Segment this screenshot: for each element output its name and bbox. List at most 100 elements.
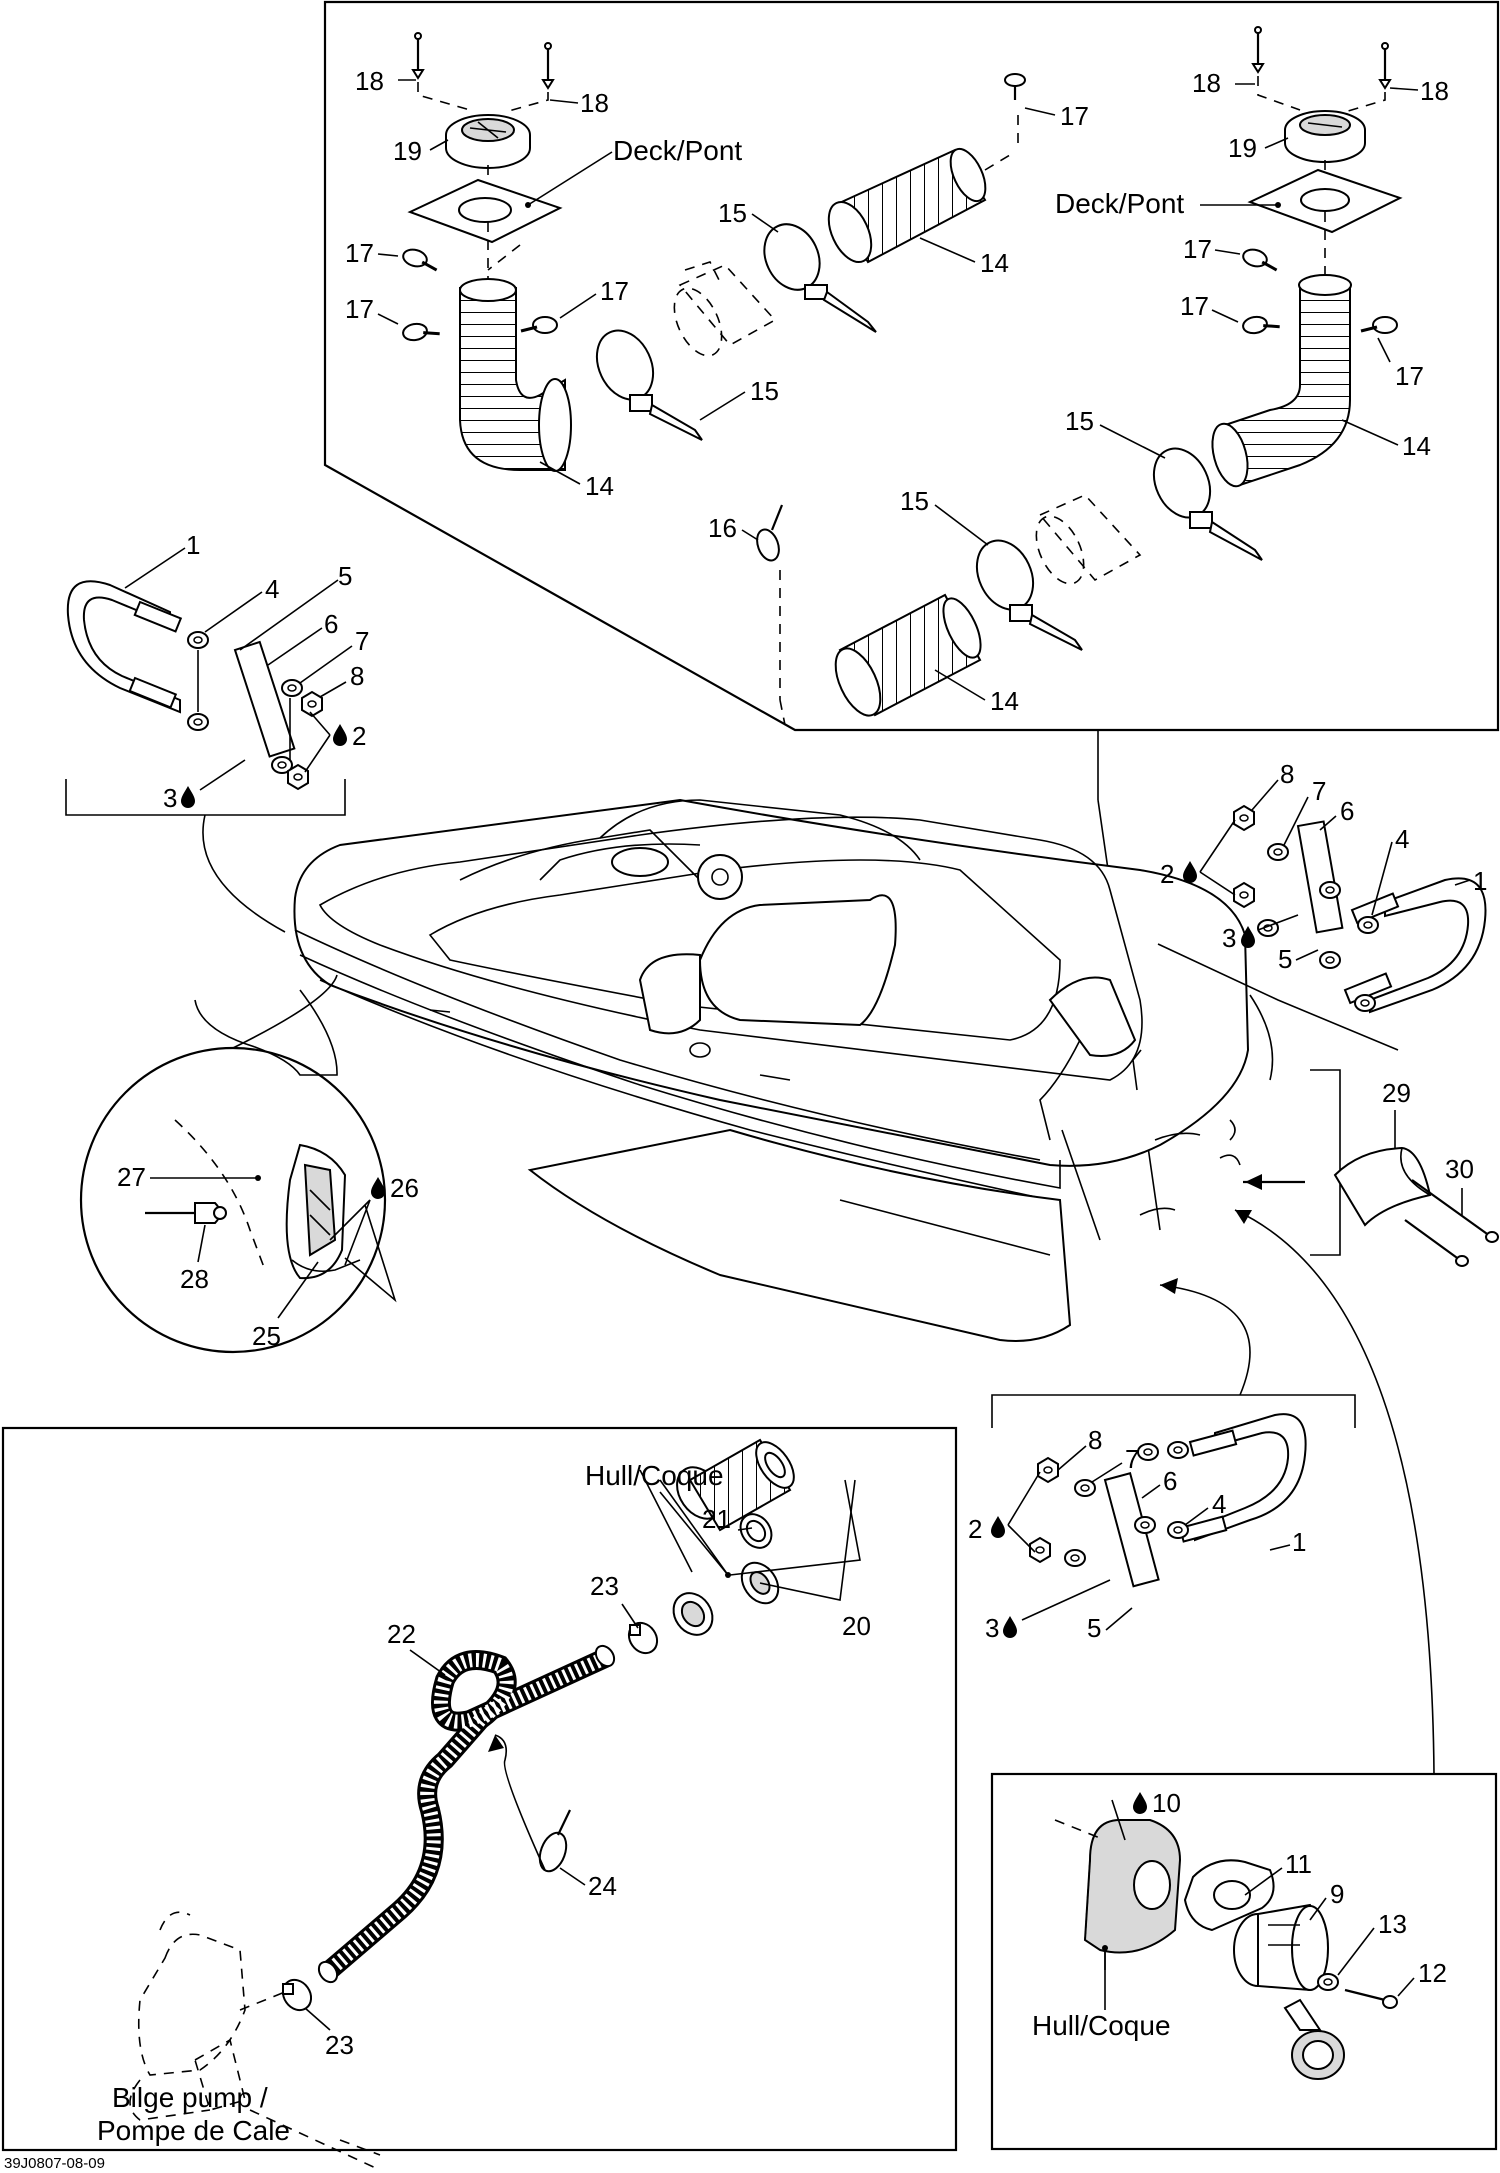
diagram-id: 39J0807-08-09 (4, 2155, 105, 2172)
drain-plug (1283, 1998, 1345, 2080)
deck-plate-right (1247, 168, 1403, 234)
callout-3: 3 (985, 1613, 999, 1643)
callout-15: 15 (900, 486, 929, 516)
gasket-11 (1183, 1859, 1275, 1932)
callout-17: 17 (345, 238, 374, 268)
callout-29: 29 (1382, 1078, 1411, 1108)
callout-15: 15 (1065, 406, 1094, 436)
vent-cover-19 (445, 114, 531, 169)
seal-21 (739, 1513, 773, 1549)
strap-15-left (595, 329, 703, 441)
callout-5: 5 (338, 561, 352, 591)
callout-26: 26 (390, 1173, 419, 1203)
pin-18-right-b (1378, 42, 1392, 90)
callout-28: 28 (180, 1264, 209, 1294)
hose-clamp-23-top (627, 1621, 659, 1655)
callout-12: 12 (1418, 1958, 1447, 1988)
callout-30: 30 (1445, 1154, 1474, 1184)
callout-8: 8 (350, 661, 364, 691)
callout-18: 18 (580, 88, 609, 118)
callout-1: 1 (1473, 866, 1487, 896)
callout-2: 2 (352, 721, 366, 751)
callout-6: 6 (1340, 796, 1354, 826)
hose-clamp-23-bottom (281, 1978, 313, 2012)
callout-17: 17 (1060, 101, 1089, 131)
callout-18: 18 (1192, 68, 1221, 98)
hose-14-bottom (834, 593, 982, 717)
callout-7: 7 (355, 626, 369, 656)
rivet-28 (145, 1202, 227, 1224)
hull-label-drain: Hull/Coque (1032, 2010, 1171, 2041)
hull-nut (672, 1592, 714, 1636)
callout-13: 13 (1378, 1909, 1407, 1939)
callout-6: 6 (324, 609, 338, 639)
strap-15-bottom (975, 539, 1083, 651)
callout-20: 20 (842, 1611, 871, 1641)
callout-labels: 18 18 19 Deck/Pont 17 17 17 14 17 15 14 … (97, 66, 1487, 2146)
bottom-right-detail-box (990, 1772, 1498, 2151)
right-vent-assembly (756, 26, 1403, 726)
vent-cover-19-right (1284, 110, 1366, 163)
callout-1: 1 (186, 530, 200, 560)
ubolt-assembly-upper-left (65, 580, 346, 933)
callout-22: 22 (387, 1619, 416, 1649)
coupler-dashed-top (673, 261, 777, 357)
bilge-pump-label-1: Bilge pump / (112, 2082, 268, 2113)
gunwale-detail-circle (79, 974, 397, 1354)
callout-11: 11 (1285, 1849, 1312, 1879)
deck-plate-left (407, 178, 563, 244)
callout-21: 21 (702, 1504, 731, 1534)
callout-5: 5 (1278, 944, 1292, 974)
screw-17-top (1004, 73, 1026, 100)
callout-19: 19 (393, 136, 422, 166)
deck-label-left: Deck/Pont (613, 135, 742, 166)
bilge-pump-dashed (129, 1911, 381, 2171)
pin-18-left-a (411, 32, 425, 80)
center-hose-assembly (595, 73, 1026, 441)
callout-14: 14 (585, 471, 614, 501)
callout-25: 25 (252, 1321, 281, 1351)
bilge-hose-assembly (129, 1438, 861, 2171)
callout-16: 16 (708, 513, 737, 543)
callout-1: 1 (1292, 1527, 1306, 1557)
strap-15-right (1152, 447, 1263, 561)
top-detail-box (323, 0, 1500, 732)
pin-18-left-b (541, 42, 555, 90)
callout-23: 23 (590, 1571, 619, 1601)
callout-4: 4 (1395, 824, 1409, 854)
drain-plug-assembly (1054, 1819, 1398, 2080)
callout-15: 15 (750, 376, 779, 406)
hose-14-elbow-left (459, 278, 572, 472)
bottom-left-detail-box (1, 1426, 958, 2152)
ubolt-assembly-upper-right (1157, 805, 1487, 1081)
coupler-dashed-right (1035, 494, 1142, 585)
callout-18: 18 (1420, 76, 1449, 106)
callout-23: 23 (325, 2030, 354, 2060)
callout-3: 3 (1222, 923, 1236, 953)
hose-14-center-top (827, 147, 987, 264)
callout-7: 7 (1312, 776, 1326, 806)
tie-strap-24 (538, 1809, 571, 1873)
screw-30-b (1404, 1219, 1469, 1267)
boat-body (293, 798, 1250, 1342)
callout-8: 8 (1088, 1425, 1102, 1455)
pin-18-right-a (1251, 26, 1265, 74)
clamp-16 (756, 504, 784, 562)
drain-housing-9 (1233, 1903, 1329, 1992)
callout-7: 7 (1125, 1444, 1139, 1474)
callout-17: 17 (1180, 291, 1209, 321)
callout-17: 17 (1183, 234, 1212, 264)
callout-4: 4 (265, 574, 279, 604)
callout-4: 4 (1212, 1489, 1226, 1519)
callout-2: 2 (968, 1514, 982, 1544)
callout-5: 5 (1087, 1613, 1101, 1643)
callout-14: 14 (1402, 431, 1431, 461)
screw-12 (1344, 1988, 1398, 2009)
deck-label-right: Deck/Pont (1055, 188, 1184, 219)
callout-17: 17 (600, 276, 629, 306)
callout-17: 17 (1395, 361, 1424, 391)
callout-10: 10 (1152, 1788, 1181, 1818)
callout-18: 18 (355, 66, 384, 96)
callout-17: 17 (345, 294, 374, 324)
